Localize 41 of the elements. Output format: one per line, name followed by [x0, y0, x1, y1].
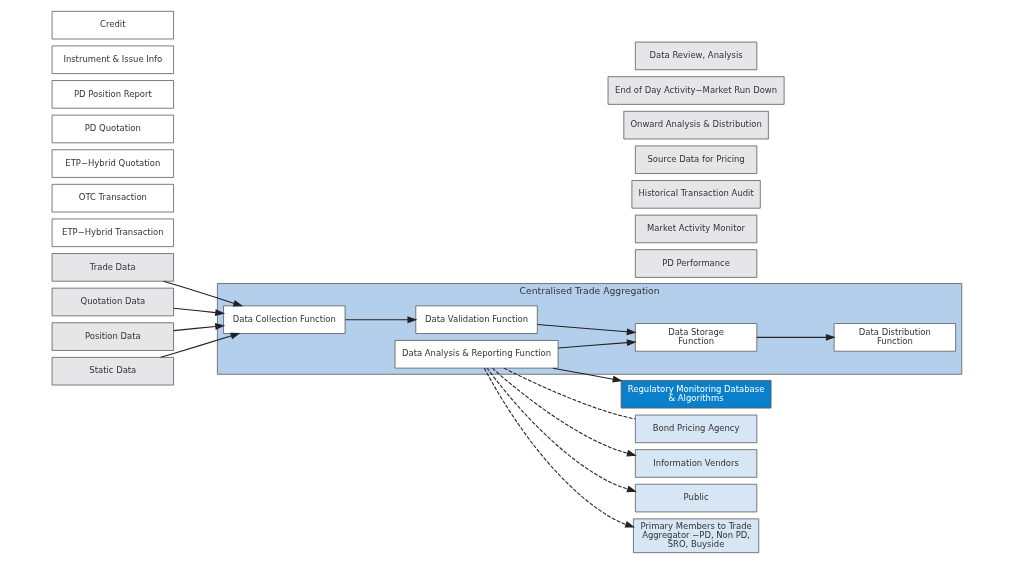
connector [503, 367, 636, 420]
node-box: Data Review, Analysis [634, 41, 758, 71]
node-box: Bond Pricing Agency [634, 414, 758, 444]
node-box: OTC Transaction [51, 183, 174, 213]
node-box: Static Data [51, 356, 174, 386]
node-box: Public [634, 483, 758, 513]
node-box: Data Analysis & Reporting Function [394, 340, 559, 369]
node-box: Historical Transaction Audit [631, 180, 761, 209]
node-box: PD Performance [634, 249, 758, 278]
node-box: Regulatory Monitoring Database & Algorithms [620, 380, 772, 409]
arrow [486, 367, 637, 493]
node-box: End of Day Activity−Market Run Down [607, 76, 785, 105]
node-box: Source Data for Pricing [634, 145, 758, 174]
arrow [162, 280, 244, 307]
arrow [756, 333, 836, 341]
arrow [483, 367, 635, 528]
arrow [344, 316, 418, 324]
arrow [557, 339, 637, 349]
arrow [173, 307, 226, 316]
arrow [160, 332, 241, 358]
arrow [552, 367, 623, 383]
node-box: Data Validation Function [415, 305, 538, 334]
node-box: PD Quotation [51, 114, 174, 144]
node-box: Data Storage Function [634, 323, 758, 352]
node-box: Credit [51, 10, 174, 40]
node-box: Trade Data [51, 253, 174, 282]
node-box: Information Vendors [634, 449, 758, 478]
node-box: Primary Members to Trade Aggregator −PD, Non PD, SRO, Buyside [633, 518, 760, 554]
node-box: PD Position Report [51, 80, 174, 109]
node-box: Market Activity Monitor [634, 214, 758, 244]
arrow [491, 367, 637, 457]
node-box: Instrument & Issue Info [51, 45, 174, 74]
node-box: Data Collection Function [223, 305, 346, 334]
node-box: Onward Analysis & Distribution [623, 110, 769, 140]
node-box: Position Data [51, 322, 174, 351]
arrow [173, 323, 226, 332]
node-box: Quotation Data [51, 287, 174, 317]
arrow [536, 324, 637, 336]
node-box: ETP−Hybrid Transaction [51, 218, 174, 247]
node-box: Data Distribution Function [833, 323, 956, 352]
node-box: ETP−Hybrid Quotation [51, 149, 174, 178]
